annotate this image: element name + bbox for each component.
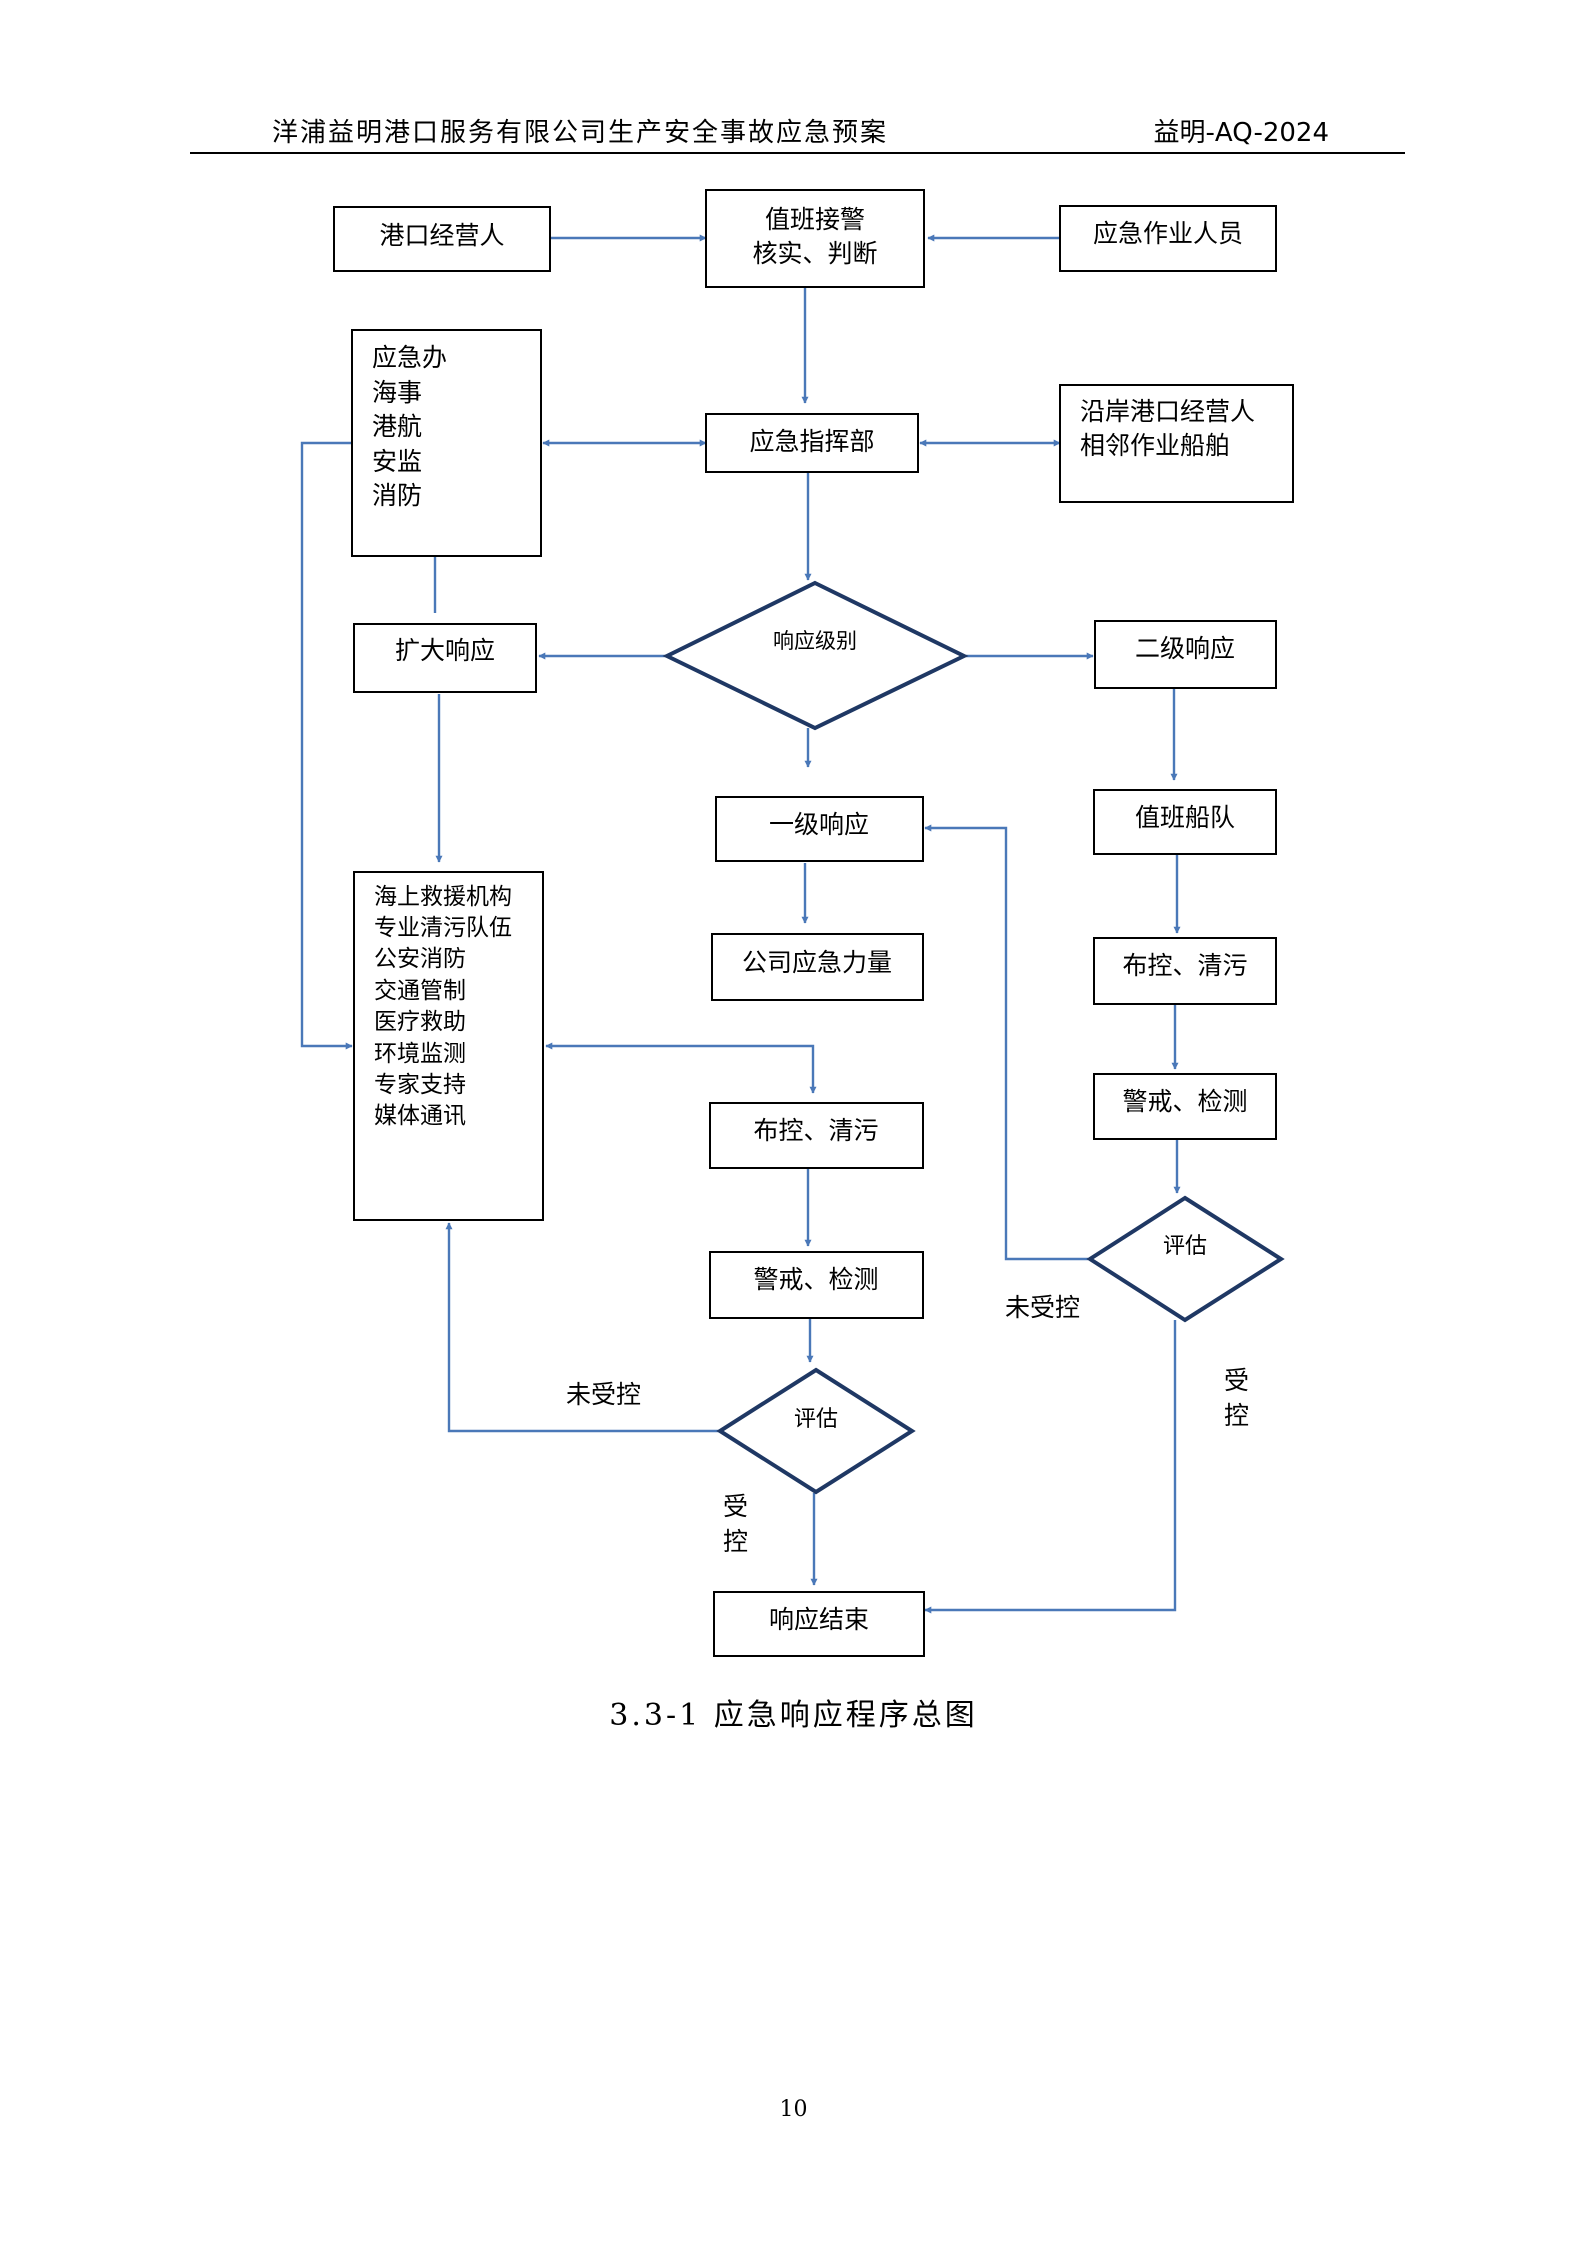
node-duty-alarm: 值班接警 核实、判断 [705, 189, 925, 288]
node-label: 布控、清污 [1122, 951, 1247, 980]
neighbor-item: 沿岸港口经营人 [1080, 397, 1255, 426]
rescue-item: 环境监测 [374, 1041, 466, 1067]
arrow-assess-right-to-level1 [924, 824, 1088, 1261]
rescue-item: 专家支持 [374, 1072, 466, 1098]
node-label: 公司应急力量 [742, 948, 892, 977]
node-label-line2: 核实、判断 [752, 239, 877, 268]
node-label: 扩大响应 [395, 636, 495, 665]
rescue-item: 医疗救助 [374, 1009, 466, 1035]
node-company-force: 公司应急力量 [711, 933, 924, 1001]
agency-item: 港航 [372, 412, 422, 441]
figure-caption: 3.3-1 应急响应程序总图 [609, 1698, 978, 1733]
node-label: 响应结束 [769, 1605, 869, 1634]
node-label: 警戒、检测 [753, 1265, 878, 1294]
label-controlled-mid-1: 受 [723, 1492, 748, 1521]
agency-item: 安监 [372, 447, 422, 476]
arrow-rescue-force-boom [545, 1042, 817, 1094]
node-label: 二级响应 [1135, 634, 1235, 663]
node-expand-response: 扩大响应 [353, 623, 537, 693]
node-label: 警戒、检测 [1122, 1087, 1247, 1116]
node-response-level: 响应级别 [662, 580, 969, 731]
arrow-agencies-to-rescue [300, 441, 353, 1050]
node-boom-clean-mid: 布控、清污 [709, 1102, 924, 1169]
decision-label: 评估 [794, 1407, 838, 1432]
node-label: 港口经营人 [379, 221, 504, 250]
header-doc-code: 益明-AQ-2024 [1153, 118, 1329, 148]
node-command-center: 应急指挥部 [705, 413, 919, 473]
node-emergency-staff: 应急作业人员 [1059, 205, 1277, 272]
agency-item: 应急办 [372, 343, 447, 372]
node-port-operator: 港口经营人 [333, 206, 551, 272]
node-level1-response: 一级响应 [715, 796, 924, 862]
header-title: 洋浦益明港口服务有限公司生产安全事故应急预案 [272, 118, 889, 148]
label-uncontrolled-right: 未受控 [1005, 1293, 1080, 1322]
arrow-assess-mid-to-rescue [445, 1222, 720, 1433]
arrow-assess-right-to-end [924, 1320, 1177, 1614]
rescue-item: 专业清污队伍 [374, 915, 512, 941]
decision-label: 响应级别 [773, 629, 857, 653]
label-controlled-right-2: 控 [1224, 1401, 1249, 1430]
node-alert-monitor-right: 警戒、检测 [1093, 1073, 1277, 1140]
node-label: 应急作业人员 [1093, 219, 1243, 248]
agency-item: 海事 [372, 378, 422, 407]
rescue-item: 媒体通讯 [374, 1103, 466, 1129]
node-agencies: 应急办 海事 港航 安监 消防 [351, 329, 542, 557]
node-alert-monitor-mid: 警戒、检测 [709, 1251, 924, 1319]
node-label-line1: 值班接警 [765, 205, 865, 234]
node-assess-right: 评估 [1086, 1195, 1285, 1323]
label-controlled-mid-2: 控 [723, 1527, 748, 1556]
decision-label: 评估 [1163, 1234, 1207, 1259]
node-label: 值班船队 [1135, 803, 1235, 832]
connectors [300, 234, 1181, 1614]
node-boom-clean-right: 布控、清污 [1093, 937, 1277, 1005]
node-neighbors: 沿岸港口经营人 相邻作业船舶 [1059, 384, 1294, 503]
agency-item: 消防 [372, 481, 422, 510]
label-uncontrolled-mid: 未受控 [566, 1380, 641, 1409]
rescue-item: 海上救援机构 [374, 884, 512, 910]
node-label: 一级响应 [769, 810, 869, 839]
neighbor-item: 相邻作业船舶 [1080, 431, 1230, 460]
node-duty-fleet: 值班船队 [1093, 789, 1277, 855]
node-response-end: 响应结束 [713, 1591, 925, 1657]
node-label: 应急指挥部 [749, 427, 874, 456]
rescue-item: 交通管制 [374, 978, 466, 1004]
label-controlled-right-1: 受 [1224, 1366, 1249, 1395]
header-rule [190, 152, 1405, 154]
rescue-item: 公安消防 [374, 946, 466, 972]
node-label: 布控、清污 [753, 1116, 878, 1145]
page-number: 10 [779, 2097, 808, 2122]
node-level2-response: 二级响应 [1094, 620, 1277, 689]
node-assess-mid: 评估 [716, 1367, 916, 1495]
node-rescue-forces: 海上救援机构 专业清污队伍 公安消防 交通管制 医疗救助 环境监测 专家支持 媒… [353, 871, 544, 1221]
